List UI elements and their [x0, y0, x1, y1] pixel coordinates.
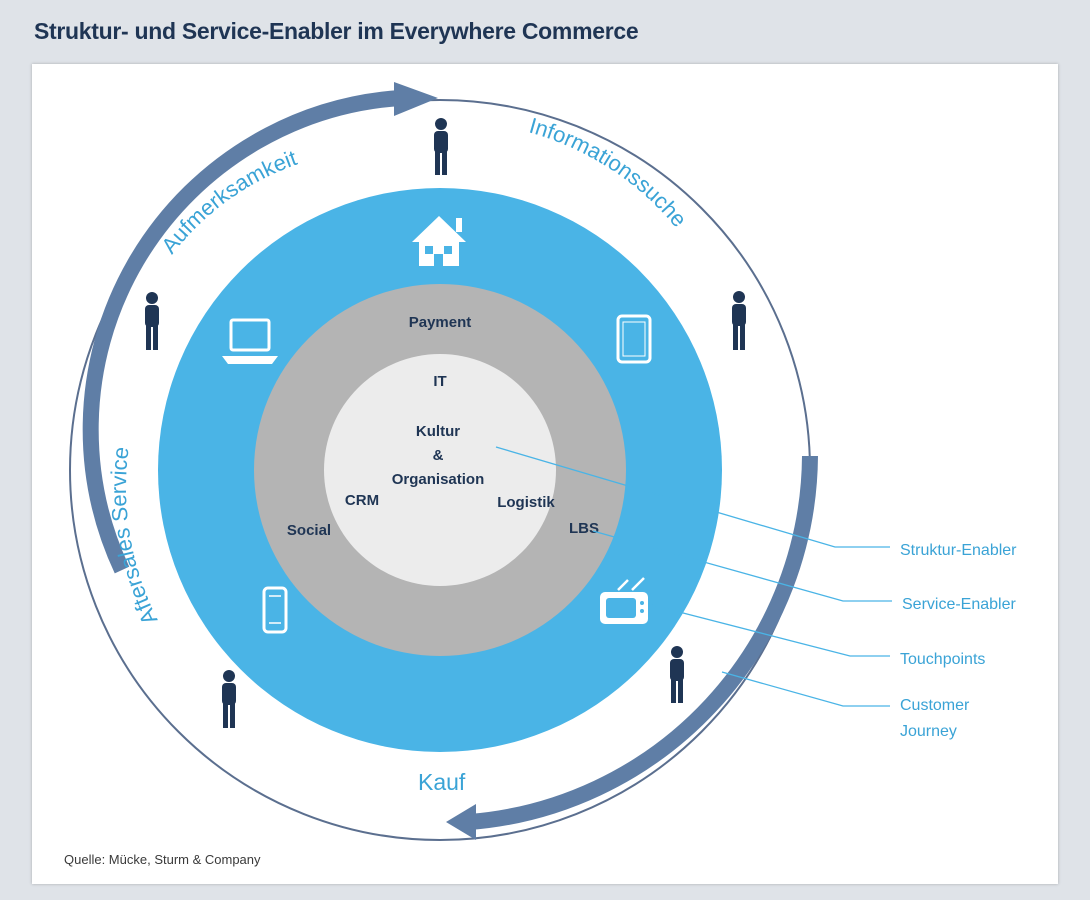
- service-enabler-social: Social: [287, 522, 331, 539]
- service-enabler-payment: Payment: [409, 314, 472, 331]
- person-icon-lower-left: [222, 670, 236, 728]
- person-icon-lower-right: [670, 646, 684, 703]
- service-enabler-it: IT: [433, 373, 446, 390]
- person-icon-upper-left: [145, 292, 159, 350]
- legend-journey: Journey: [900, 723, 957, 740]
- service-enabler-logistik: Logistik: [497, 494, 555, 511]
- tablet-icon: [616, 314, 652, 364]
- core-label-kultur: Kultur: [416, 423, 460, 440]
- legend-customer: Customer: [900, 697, 970, 714]
- core-label-ampersand: &: [433, 447, 444, 464]
- service-enabler-lbs: LBS: [569, 520, 599, 537]
- struktur-enabler-core: [324, 354, 556, 586]
- service-enabler-crm: CRM: [345, 492, 379, 509]
- legend-service-enabler: Service-Enabler: [902, 596, 1017, 613]
- laptop-icon: [222, 318, 278, 364]
- house-icon: [412, 216, 466, 266]
- page-title: Struktur- und Service-Enabler im Everywh…: [34, 18, 639, 44]
- legend-struktur-enabler: Struktur-Enabler: [900, 542, 1017, 559]
- leader-line-service: [592, 530, 892, 602]
- legend-touchpoints: Touchpoints: [900, 651, 985, 668]
- smartphone-icon: [262, 586, 288, 634]
- core-label-organisation: Organisation: [392, 471, 485, 488]
- source-note: Quelle: Mücke, Sturm & Company: [64, 852, 261, 867]
- leader-line-journey: [721, 671, 890, 707]
- tv-icon: [600, 577, 648, 624]
- person-icon-top: [434, 118, 448, 175]
- person-icon-upper-right: [732, 291, 746, 350]
- leader-line-touchpoints: [651, 604, 890, 657]
- leader-line-struktur: [495, 446, 890, 548]
- journey-stage-kauf: Kauf: [418, 769, 466, 795]
- journey-stage-aftersales: Aftersales Service: [106, 445, 162, 628]
- journey-arrow-left: [82, 82, 438, 574]
